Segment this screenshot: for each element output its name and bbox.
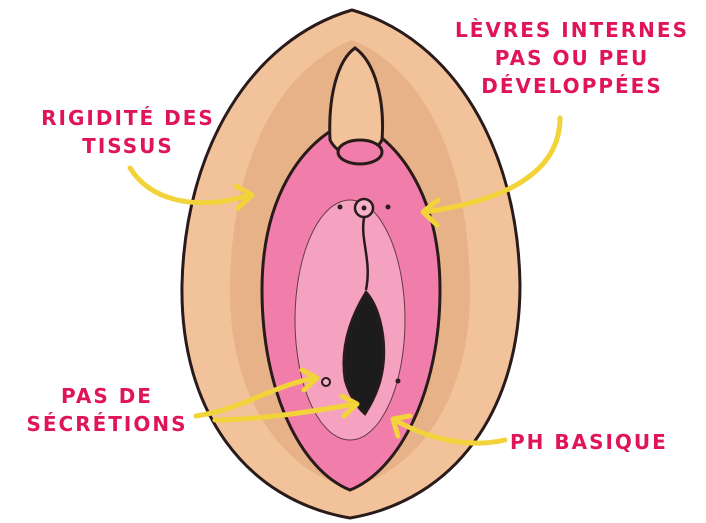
label-levres-line-1: LÈVRES INTERNES: [452, 16, 692, 44]
label-secretions: PAS DE SÉCRÉTIONS: [22, 382, 192, 438]
label-levres-internes: LÈVRES INTERNES PAS OU PEU DÉVELOPPÉES: [452, 16, 692, 100]
clitoris: [338, 140, 382, 164]
label-levres-line-3: DÉVELOPPÉES: [452, 72, 692, 100]
label-ph-basique: PH BASIQUE: [510, 428, 690, 456]
gland-left-ring: [322, 378, 330, 386]
dot-right: [386, 205, 391, 210]
label-secretions-line-1: PAS DE: [22, 382, 192, 410]
gland-right-dot: [396, 379, 401, 384]
urethra-dot: [362, 206, 367, 211]
label-secretions-line-2: SÉCRÉTIONS: [22, 410, 192, 438]
label-ph-line-1: PH BASIQUE: [510, 428, 690, 456]
dot-left: [338, 205, 343, 210]
label-rigidite-tissus: RIGIDITÉ DES TISSUS: [38, 104, 218, 160]
label-rigidite-line-2: TISSUS: [38, 132, 218, 160]
label-rigidite-line-1: RIGIDITÉ DES: [38, 104, 218, 132]
label-levres-line-2: PAS OU PEU: [452, 44, 692, 72]
